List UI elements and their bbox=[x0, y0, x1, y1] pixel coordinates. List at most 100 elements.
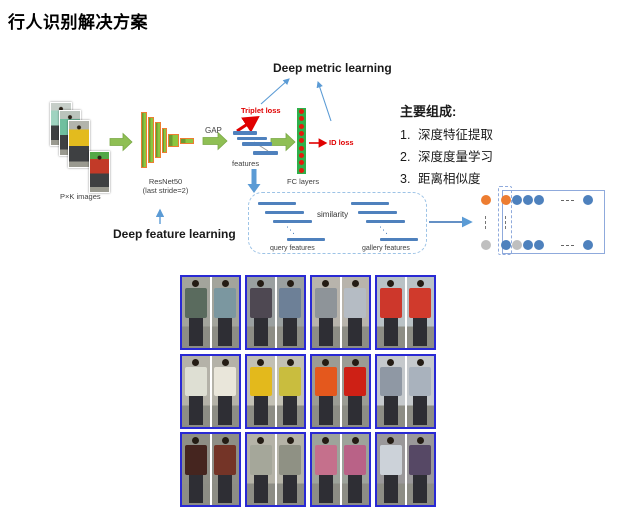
resnet-layer bbox=[162, 128, 167, 153]
deep-feature-learning-label: Deep feature learning bbox=[113, 227, 236, 241]
gallery-cell bbox=[375, 353, 436, 429]
resnet-layer bbox=[148, 117, 154, 163]
pedestrian-photo bbox=[182, 434, 210, 505]
gallery-cell bbox=[180, 432, 241, 507]
pedestrian-photo bbox=[377, 277, 405, 348]
orange-dot bbox=[501, 195, 511, 205]
person-silhouette bbox=[286, 437, 294, 444]
triplet-loss-arrow bbox=[236, 116, 260, 133]
rank1-highlight-box bbox=[498, 186, 512, 255]
pedestrian-photo bbox=[377, 434, 405, 505]
blue-dot bbox=[534, 195, 544, 205]
backbone-sublabel: (last stride=2) bbox=[142, 186, 189, 195]
component-item: 3.距离相似度 bbox=[400, 172, 481, 186]
pedestrian-photo bbox=[276, 434, 304, 505]
ranking-box bbox=[502, 190, 605, 254]
person-silhouette bbox=[322, 280, 330, 287]
page-title: 行人识别解决方案 bbox=[8, 13, 148, 32]
feature-bar bbox=[237, 136, 267, 140]
pedestrian-photo bbox=[247, 434, 275, 505]
gap-label: GAP bbox=[205, 126, 222, 135]
fc-node bbox=[299, 109, 304, 115]
gallery-cell bbox=[310, 275, 371, 350]
gallery-ellipsis: ⋱ bbox=[379, 225, 388, 235]
features-label: features bbox=[232, 159, 260, 168]
gallery-grid bbox=[180, 275, 436, 507]
pedestrian-photo bbox=[182, 355, 210, 427]
person-silhouette bbox=[221, 358, 229, 366]
fc-node bbox=[299, 167, 304, 173]
deep-metric-learning-label: Deep metric learning bbox=[273, 61, 392, 75]
metric-arrow-right bbox=[316, 80, 332, 122]
person-silhouette bbox=[387, 358, 395, 366]
fc-node bbox=[299, 153, 304, 159]
fc-node bbox=[299, 116, 304, 122]
pedestrian-photo bbox=[312, 277, 340, 348]
resnet-layer bbox=[155, 122, 161, 158]
feature-bar bbox=[242, 142, 272, 146]
fc-node bbox=[299, 123, 304, 129]
person-silhouette bbox=[322, 358, 330, 366]
pedestrian-photo bbox=[211, 277, 239, 348]
pedestrian-photo bbox=[276, 355, 304, 427]
ranking-row-bottom bbox=[501, 240, 594, 250]
person-silhouette bbox=[416, 358, 424, 366]
person-silhouette bbox=[192, 280, 200, 287]
person-silhouette bbox=[351, 437, 359, 444]
person-silhouette bbox=[387, 437, 395, 444]
triplet-loss-label: Triplet loss bbox=[241, 106, 281, 115]
pedestrian-photo bbox=[377, 355, 405, 427]
fc-node bbox=[299, 145, 304, 151]
blue-dot bbox=[534, 240, 544, 250]
flow-arrow bbox=[109, 132, 133, 152]
vertical-ellipsis bbox=[485, 216, 486, 229]
person-silhouette bbox=[322, 437, 330, 444]
blue-dot bbox=[523, 240, 533, 250]
gallery-cell bbox=[375, 432, 436, 507]
gap-arrow bbox=[202, 131, 228, 151]
blue-dot bbox=[583, 240, 593, 250]
ellipsis-dots bbox=[561, 199, 574, 201]
person-silhouette bbox=[257, 437, 265, 444]
person-silhouette bbox=[192, 437, 200, 444]
pedestrian-photo bbox=[211, 434, 239, 505]
feature-bar bbox=[233, 131, 257, 135]
pedestrian-photo bbox=[182, 277, 210, 348]
query-feature-bar bbox=[265, 211, 304, 214]
gallery-feature-bar bbox=[351, 202, 389, 205]
person-silhouette bbox=[416, 280, 424, 287]
metric-arrow-left bbox=[260, 78, 290, 105]
pedestrian-photo bbox=[341, 434, 369, 505]
gallery-feature-bar bbox=[358, 211, 397, 214]
gallery-cell bbox=[245, 432, 306, 507]
features-down-arrow bbox=[247, 169, 261, 193]
ellipsis-dots bbox=[561, 244, 574, 246]
fc-label: FC layers bbox=[287, 177, 320, 186]
fc-node bbox=[299, 160, 304, 166]
fc-layers-column bbox=[297, 108, 306, 174]
fc-node bbox=[299, 138, 304, 144]
pedestrian-photo bbox=[406, 277, 434, 348]
pedestrian-photo bbox=[341, 277, 369, 348]
component-item: 2.深度度量学习 bbox=[400, 150, 494, 164]
person-silhouette bbox=[221, 437, 229, 444]
gallery-feature-bar bbox=[380, 238, 418, 241]
input-photo bbox=[89, 151, 110, 193]
gallery-feature-bar bbox=[366, 220, 405, 223]
similarity-label: similarity bbox=[317, 210, 349, 219]
gallery-cell bbox=[245, 353, 306, 429]
blue-dot bbox=[583, 195, 593, 205]
gray-dot bbox=[512, 240, 522, 250]
blue-dot bbox=[523, 195, 533, 205]
gallery-cell bbox=[310, 353, 371, 429]
gallery-cell bbox=[245, 275, 306, 350]
similarity-box bbox=[248, 192, 427, 254]
id-loss-label: ID loss bbox=[329, 138, 354, 147]
person-silhouette bbox=[192, 358, 200, 366]
pedestrian-photo bbox=[211, 355, 239, 427]
query-ellipsis: ⋱ bbox=[286, 225, 295, 235]
vertical-ellipsis bbox=[505, 216, 506, 229]
pedestrian-photo bbox=[406, 355, 434, 427]
query-features-label: query features bbox=[270, 245, 315, 252]
